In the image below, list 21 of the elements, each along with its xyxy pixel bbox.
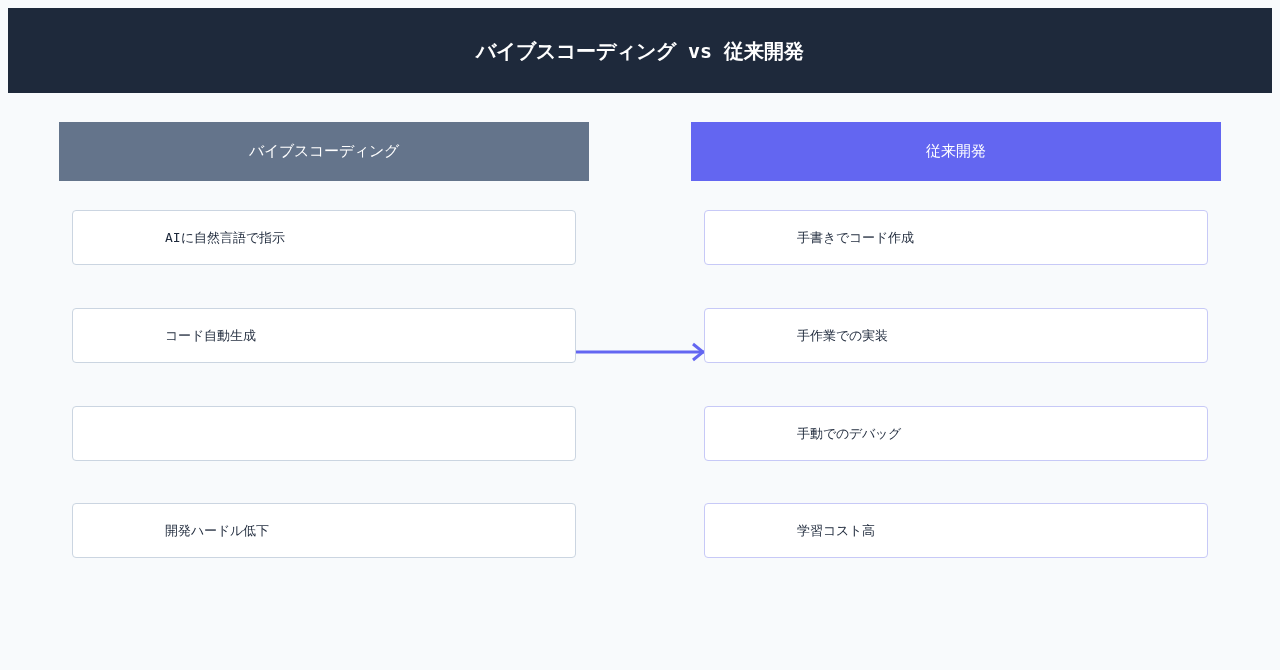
empty-box	[72, 406, 576, 461]
item-label: 手書きでコード作成	[797, 228, 914, 247]
title: バイブスコーディング vs 従来開発	[475, 37, 805, 64]
item-label: 学習コスト高	[797, 521, 875, 540]
header-label: バイブスコーディング	[249, 142, 399, 161]
arrow	[576, 342, 705, 362]
item-label: 開発ハードル低下	[165, 521, 269, 540]
column-header	[59, 122, 589, 181]
item-card	[704, 308, 1208, 363]
header-label: 従来開発	[926, 142, 986, 161]
item-card	[72, 503, 576, 558]
item-card	[72, 308, 576, 363]
item-label: コード自動生成	[165, 326, 256, 345]
item-card	[704, 210, 1208, 265]
item-card	[704, 503, 1208, 558]
item-label: 手作業での実装	[797, 326, 888, 345]
item-label: 手動でのデバッグ	[797, 424, 901, 443]
item-card	[704, 406, 1208, 461]
item-label: AIに自然言語で指示	[165, 228, 285, 247]
column-header	[691, 122, 1221, 181]
item-card	[72, 210, 576, 265]
